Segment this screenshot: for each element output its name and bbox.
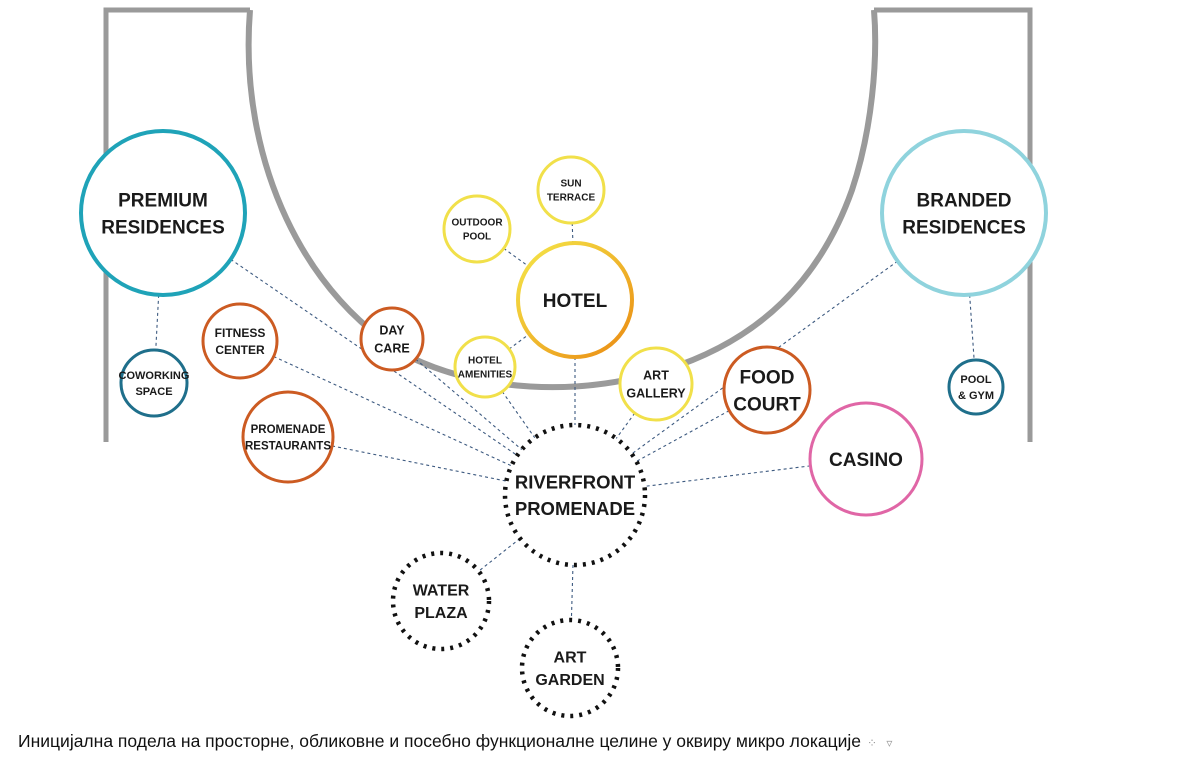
node-outdoor-pool: OUTDOOR POOL	[442, 194, 512, 264]
node-label: HOTEL	[543, 291, 608, 312]
connector-fitness-riverfront	[273, 355, 512, 467]
caption-text: Иницијална подела на просторне, обликовн…	[18, 731, 862, 751]
node-riverfront: RIVERFRONT PROMENADE	[502, 422, 648, 568]
node-label: TERRACE	[547, 193, 596, 204]
node-circle	[502, 422, 648, 568]
node-circle	[241, 390, 335, 484]
connector-promenade_restaurants-riverfront	[331, 445, 507, 482]
node-label: RIVERFRONT	[515, 472, 636, 493]
node-water-plaza: WATER PLAZA	[390, 550, 492, 652]
node-label: PROMENADE	[515, 498, 635, 519]
node-label: CARE	[374, 341, 409, 355]
connector-premium-riverfront	[230, 258, 518, 456]
node-label: DAY	[379, 324, 405, 338]
node-label: GALLERY	[626, 386, 686, 400]
node-circle	[453, 335, 517, 399]
node-label: ART	[643, 369, 669, 383]
site-outline-left	[103, 7, 250, 442]
function-nodes: PREMIUM RESIDENCES COWORKING SPACE FITNESS CE…	[79, 129, 1048, 719]
node-label: CASINO	[829, 450, 903, 471]
node-circle	[880, 129, 1048, 297]
node-label: POOL	[960, 374, 991, 386]
site-outline-right	[874, 7, 1033, 442]
node-circle	[947, 358, 1005, 416]
node-circle	[79, 129, 247, 297]
connector-riverfront-art_garden	[570, 564, 574, 621]
node-daycare: DAY CARE	[359, 306, 425, 372]
node-circle	[516, 241, 634, 359]
node-premium: PREMIUM RESIDENCES	[79, 129, 247, 297]
node-label: PREMIUM	[118, 190, 208, 211]
node-casino: CASINO	[808, 401, 924, 517]
node-label: SPACE	[135, 386, 172, 398]
node-coworking: COWORKING SPACE	[119, 348, 190, 418]
node-label: RESIDENCES	[101, 217, 225, 238]
connector-art_gallery-riverfront	[615, 412, 636, 439]
node-label: POOL	[463, 232, 491, 243]
connector-daycare-riverfront	[415, 358, 523, 451]
node-label: CENTER	[215, 343, 265, 357]
node-label: RESIDENCES	[902, 217, 1026, 238]
node-circle	[390, 550, 492, 652]
node-art-gallery: ART GALLERY	[618, 346, 694, 422]
connector-branded-pool_gym	[969, 294, 975, 361]
node-label: PROMENADE	[251, 424, 326, 436]
connector-hotel_amenities-riverfront	[501, 391, 536, 439]
node-circle	[359, 306, 425, 372]
node-label: & GYM	[958, 390, 994, 402]
node-circle	[519, 617, 621, 719]
zoning-diagram: PREMIUM RESIDENCES COWORKING SPACE FITNESS CE…	[79, 7, 1048, 719]
node-circle	[618, 346, 694, 422]
node-label: AMENITIES	[458, 370, 513, 381]
connector-premium-coworking	[155, 294, 160, 351]
node-food-court: FOOD COURT	[722, 345, 812, 435]
node-label: PLAZA	[414, 605, 468, 622]
node-label: ART	[554, 649, 587, 666]
node-hotel: HOTEL	[516, 241, 634, 359]
connector-casino-riverfront	[644, 465, 811, 487]
connector-riverfront-water_plaza	[478, 537, 521, 572]
node-label: SUN	[560, 179, 581, 190]
node-circle	[119, 348, 189, 418]
node-circle	[442, 194, 512, 264]
node-fitness: FITNESS CENTER	[201, 302, 279, 380]
connector-hotel_amenities-hotel	[508, 333, 530, 350]
node-pool-gym: POOL & GYM	[947, 358, 1005, 416]
node-circle	[201, 302, 279, 380]
node-label: FITNESS	[215, 326, 266, 340]
node-label: GARDEN	[535, 672, 604, 689]
connector-outdoor_pool-hotel	[503, 247, 530, 268]
node-branded: BRANDED RESIDENCES	[880, 129, 1048, 297]
node-hotel-amenities: HOTEL AMENITIES	[453, 335, 517, 399]
figure-caption: Иницијална подела на просторне, обликовн…	[18, 731, 895, 752]
node-label: COURT	[733, 394, 801, 415]
node-label: WATER	[413, 582, 470, 599]
node-promenade-restaurants: PROMENADE RESTAURANTS	[241, 390, 335, 484]
node-label: RESTAURANTS	[245, 440, 331, 452]
connector-sun_terrace-hotel	[571, 222, 574, 244]
node-circle	[536, 155, 606, 225]
node-label: COWORKING	[119, 370, 190, 382]
node-label: BRANDED	[917, 190, 1012, 211]
node-circle	[722, 345, 812, 435]
node-art-garden: ART GARDEN	[519, 617, 621, 719]
node-label: OUTDOOR	[451, 218, 503, 229]
node-circle	[808, 401, 924, 517]
node-sun-terrace: SUN TERRACE	[536, 155, 606, 225]
caption-marks: ⁘ ▿	[867, 736, 896, 750]
node-label: FOOD	[740, 367, 795, 388]
node-label: HOTEL	[468, 356, 502, 367]
